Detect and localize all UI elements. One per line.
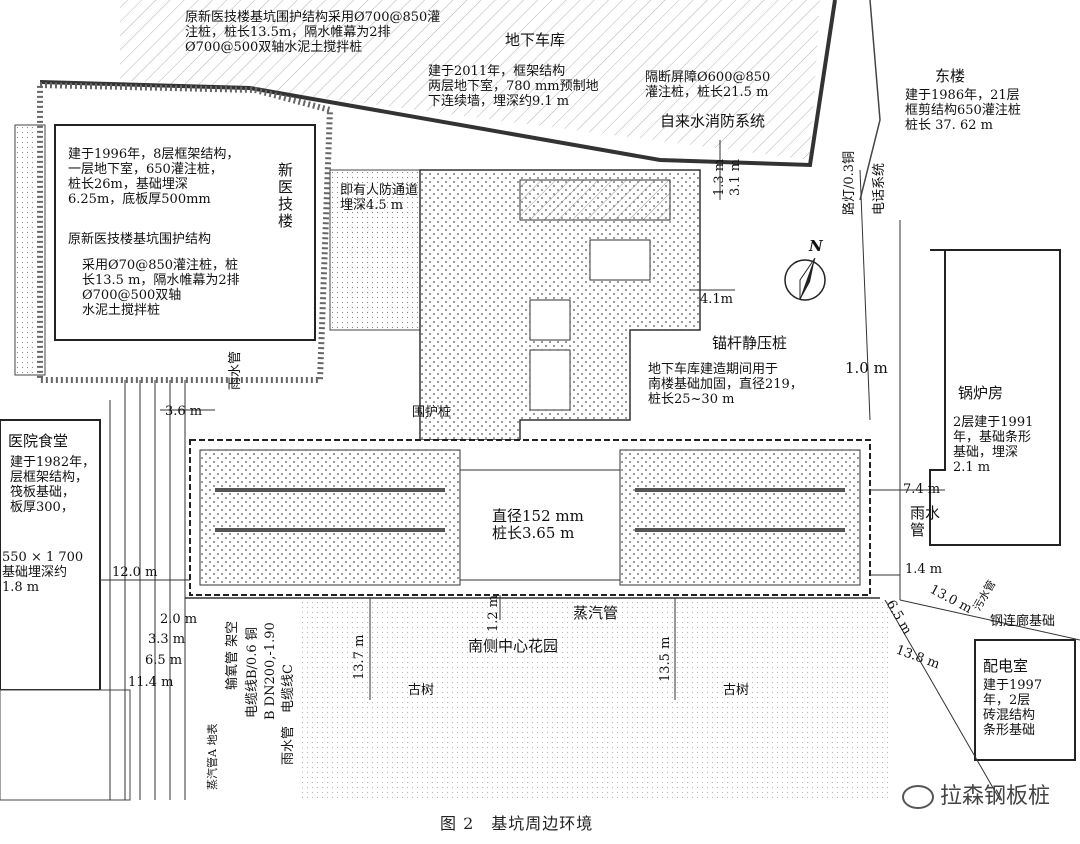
dim-13-7m: 13.7 m (352, 634, 367, 680)
dim-13-5m: 13.5 m (658, 636, 673, 682)
label-steam-pipe: 蒸汽管 (573, 604, 619, 622)
canteen-note: 建于1982年， 层框架结构， 筏板基础， 板厚300， (10, 455, 96, 515)
old-pit-note: 采用Ø70@850灌注桩，桩 长13.5 m，隔水帷幕为2排 Ø700@500双… (82, 258, 240, 318)
label-retaining-pile: 围护桩 (412, 405, 452, 420)
canteen-building (0, 419, 101, 691)
dim-4-1m: 4.1m (700, 292, 734, 307)
label-rain-pipe-vertical: 雨水管 (228, 350, 243, 390)
dim-1-2m: 1.2 m (486, 594, 501, 632)
label-steel-corridor: 钢连廊基础 (990, 614, 1056, 629)
xinyi-building (54, 124, 316, 341)
xinyi-note: 建于1996年，8层框架结构， 一层地下室，650灌注桩， 桩长26m，基础埋深… (68, 147, 240, 207)
garage-wall (39, 0, 837, 168)
civil-defense-tunnel (329, 169, 421, 331)
label-water-fire: 自来水消防系统 (660, 112, 766, 130)
pipes-label-1: 蒸汽管A 地表 (206, 723, 219, 790)
garage-note: 建于2011年，框架结构 两层地下室，780 mm预制地 下连续墙，埋深约9.1… (428, 64, 599, 109)
wechat-icon (901, 785, 934, 809)
dim-1-4m: 1.4 m (905, 562, 943, 577)
dim-12-0m: 12.0 m (112, 565, 158, 580)
substation-note: 建于1997 年，2层 砖混结构 条形基础 (983, 678, 1043, 738)
center-pile-note: 直径152 mm 桩长3.65 m (492, 507, 584, 542)
boiler-note: 2层建于1991 年，基础条形 基础，埋深 2.1 m (953, 415, 1034, 475)
pipes-label-4: B DN200,-1.90 (263, 622, 278, 720)
dim-11-4m: 11.4 m (128, 675, 174, 690)
watermark-text: 拉森钢板桩 (939, 784, 1050, 809)
barrier-note: 隔断屏障Ø600@850 灌注桩，桩长21.5 m (645, 70, 771, 100)
figure-caption: 图 2 基坑周边环境 (440, 814, 594, 833)
label-street-light: 路灯/0.3铜 (842, 150, 857, 215)
label-garden: 南侧中心花园 (468, 637, 559, 655)
label-canteen: 医院食堂 (8, 432, 69, 450)
east-building-note: 建于1986年，21层 框剪结构650灌注桩 桩长 37. 62 m (905, 88, 1021, 133)
canteen-beam-note: 550 × 1 700 基础埋深约 1.8 m (2, 550, 84, 595)
label-old-tree-1: 古树 (408, 683, 435, 698)
garden-area (300, 600, 890, 800)
label-east-building: 东楼 (935, 67, 966, 85)
south-reinforce-note: 地下车库建造期间用于 南楼基础加固，直径219， 桩长25~30 m (648, 362, 803, 407)
dim-2-0m: 2.0 m (160, 612, 198, 627)
dim-3-1m: 3.1 m (728, 158, 743, 196)
dim-1-0m: 1.0 m (845, 359, 888, 377)
north-arrow-icon (784, 257, 826, 301)
label-boiler-room: 锅炉房 (958, 384, 1004, 402)
dim-7-4m: 7.4 m (903, 482, 941, 497)
old-pit-label: 原新医技楼基坑围护结构 (68, 232, 212, 247)
substation-building (974, 639, 1076, 761)
label-rain-pipe-east: 雨水 管 (910, 504, 941, 539)
dim-1-3m: 1.3 m (712, 158, 727, 196)
pipes-label-3: 电缆线B/0.6 铜 (245, 627, 260, 718)
pipes-label-2: 输氧管 架空 (225, 620, 240, 690)
label-anchor-pile: 锚杆静压桩 (712, 334, 788, 352)
north-label: N (809, 237, 823, 255)
dim-3-6m: 3.6 m (165, 404, 203, 419)
garage-hatch-area (120, 0, 820, 160)
label-old-tree-2: 古树 (723, 683, 750, 698)
pipes-label-5: 雨水管 电缆线C (281, 664, 296, 765)
label-garage: 地下车库 (505, 31, 566, 49)
dim-6-5m: 6.5 m (145, 653, 183, 668)
boiler-room (929, 249, 1061, 546)
top-note-old-retaining: 原新医技楼基坑围护结构采用Ø700@850灌 注桩，桩长13.5m，隔水帷幕为2… (185, 10, 441, 55)
label-phone-system: 电话系统 (872, 162, 887, 215)
label-substation: 配电室 (983, 657, 1029, 675)
watermark: 拉森钢板桩 (901, 778, 1050, 810)
dim-3-3m: 3.3 m (148, 632, 186, 647)
label-xinyi-building: 新 医 技 楼 (278, 161, 294, 230)
east-building-edge (859, 0, 881, 201)
civil-defense-note: 即有人防通道 埋深4.5 m (340, 183, 419, 213)
